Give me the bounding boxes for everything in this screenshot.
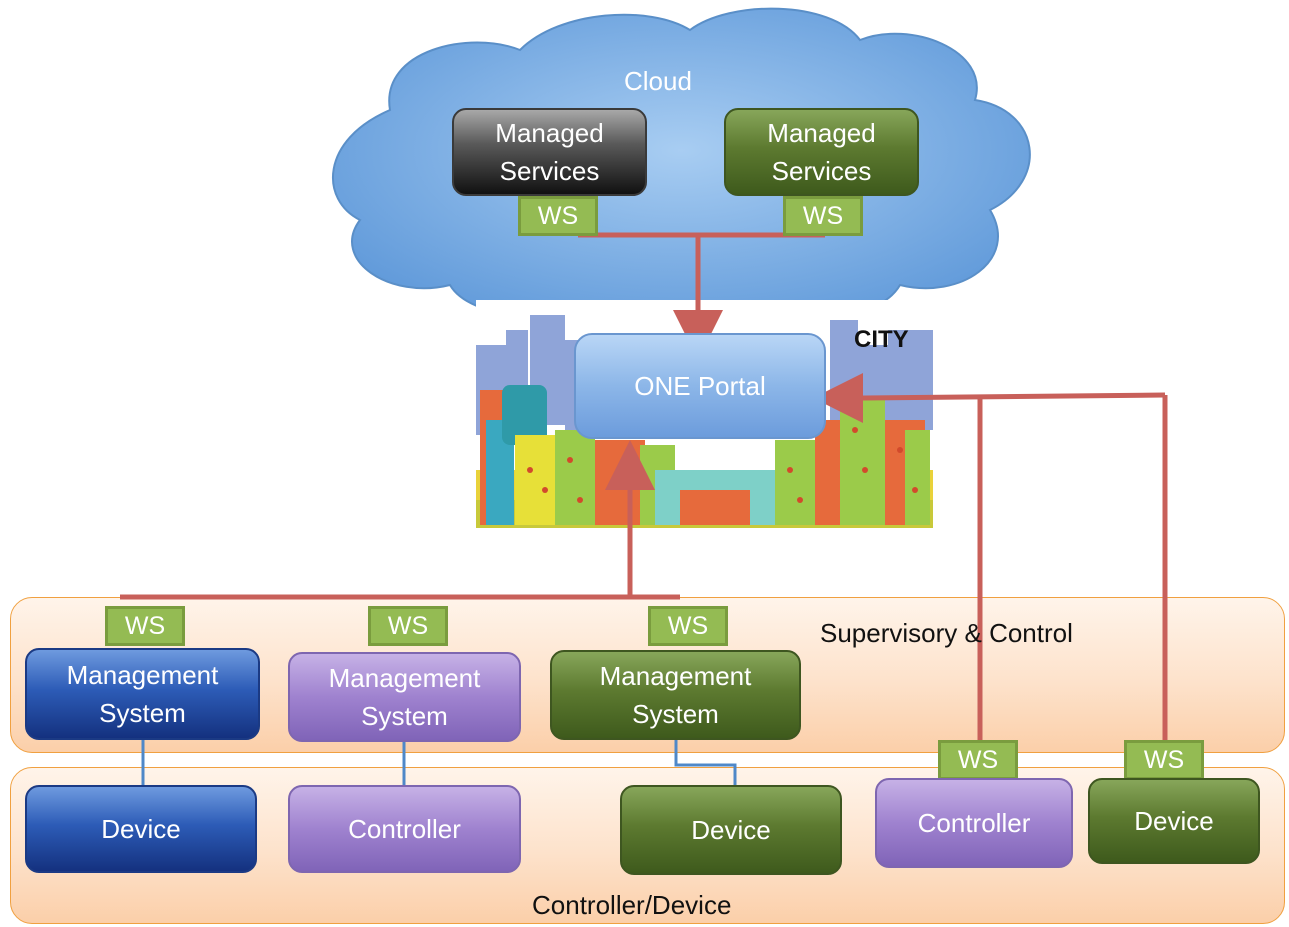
city-label: CITY — [854, 326, 909, 353]
management-system-label: Management System — [328, 663, 481, 731]
management-system-olive: Management System — [550, 650, 801, 740]
one-portal-label: ONE Portal — [634, 371, 766, 401]
ws-badge-device: WS — [1124, 740, 1204, 780]
managed-services-label: Managed Services — [767, 118, 876, 186]
ws-badge-controller: WS — [938, 740, 1018, 780]
direct-connector — [864, 392, 1166, 401]
device-label: Device — [691, 815, 771, 845]
cloud-label: Cloud — [624, 66, 692, 96]
device-olive: Device — [620, 785, 842, 875]
device-olive-direct: Device — [1088, 778, 1260, 864]
ws-badge-cloud-1: WS — [518, 196, 598, 236]
managed-services-dark: Managed Services — [452, 108, 647, 196]
device-label: Device — [1134, 806, 1214, 836]
ws-badge-mgmt-1: WS — [105, 606, 185, 646]
one-portal: ONE Portal — [574, 333, 826, 439]
controller-label: Controller — [348, 814, 461, 844]
management-system-label: Management System — [599, 661, 752, 729]
link-mgmt3-device — [674, 740, 737, 785]
management-system-purple: Management System — [288, 652, 521, 742]
managed-services-label: Managed Services — [495, 118, 604, 186]
controller-device-label: Controller/Device — [532, 890, 732, 920]
management-system-blue: Management System — [25, 648, 260, 740]
ws-badge-mgmt-3: WS — [648, 606, 728, 646]
controller-label: Controller — [917, 808, 1031, 838]
ws-badge-cloud-2: WS — [783, 196, 863, 236]
device-blue: Device — [25, 785, 257, 873]
ws-badge-mgmt-2: WS — [368, 606, 448, 646]
controller-purple-direct: Controller — [875, 778, 1073, 868]
management-system-label: Management System — [66, 660, 219, 728]
device-label: Device — [101, 814, 181, 844]
managed-services-olive: Managed Services — [724, 108, 919, 196]
controller-purple: Controller — [288, 785, 521, 873]
supervisory-label: Supervisory & Control — [820, 618, 1073, 648]
